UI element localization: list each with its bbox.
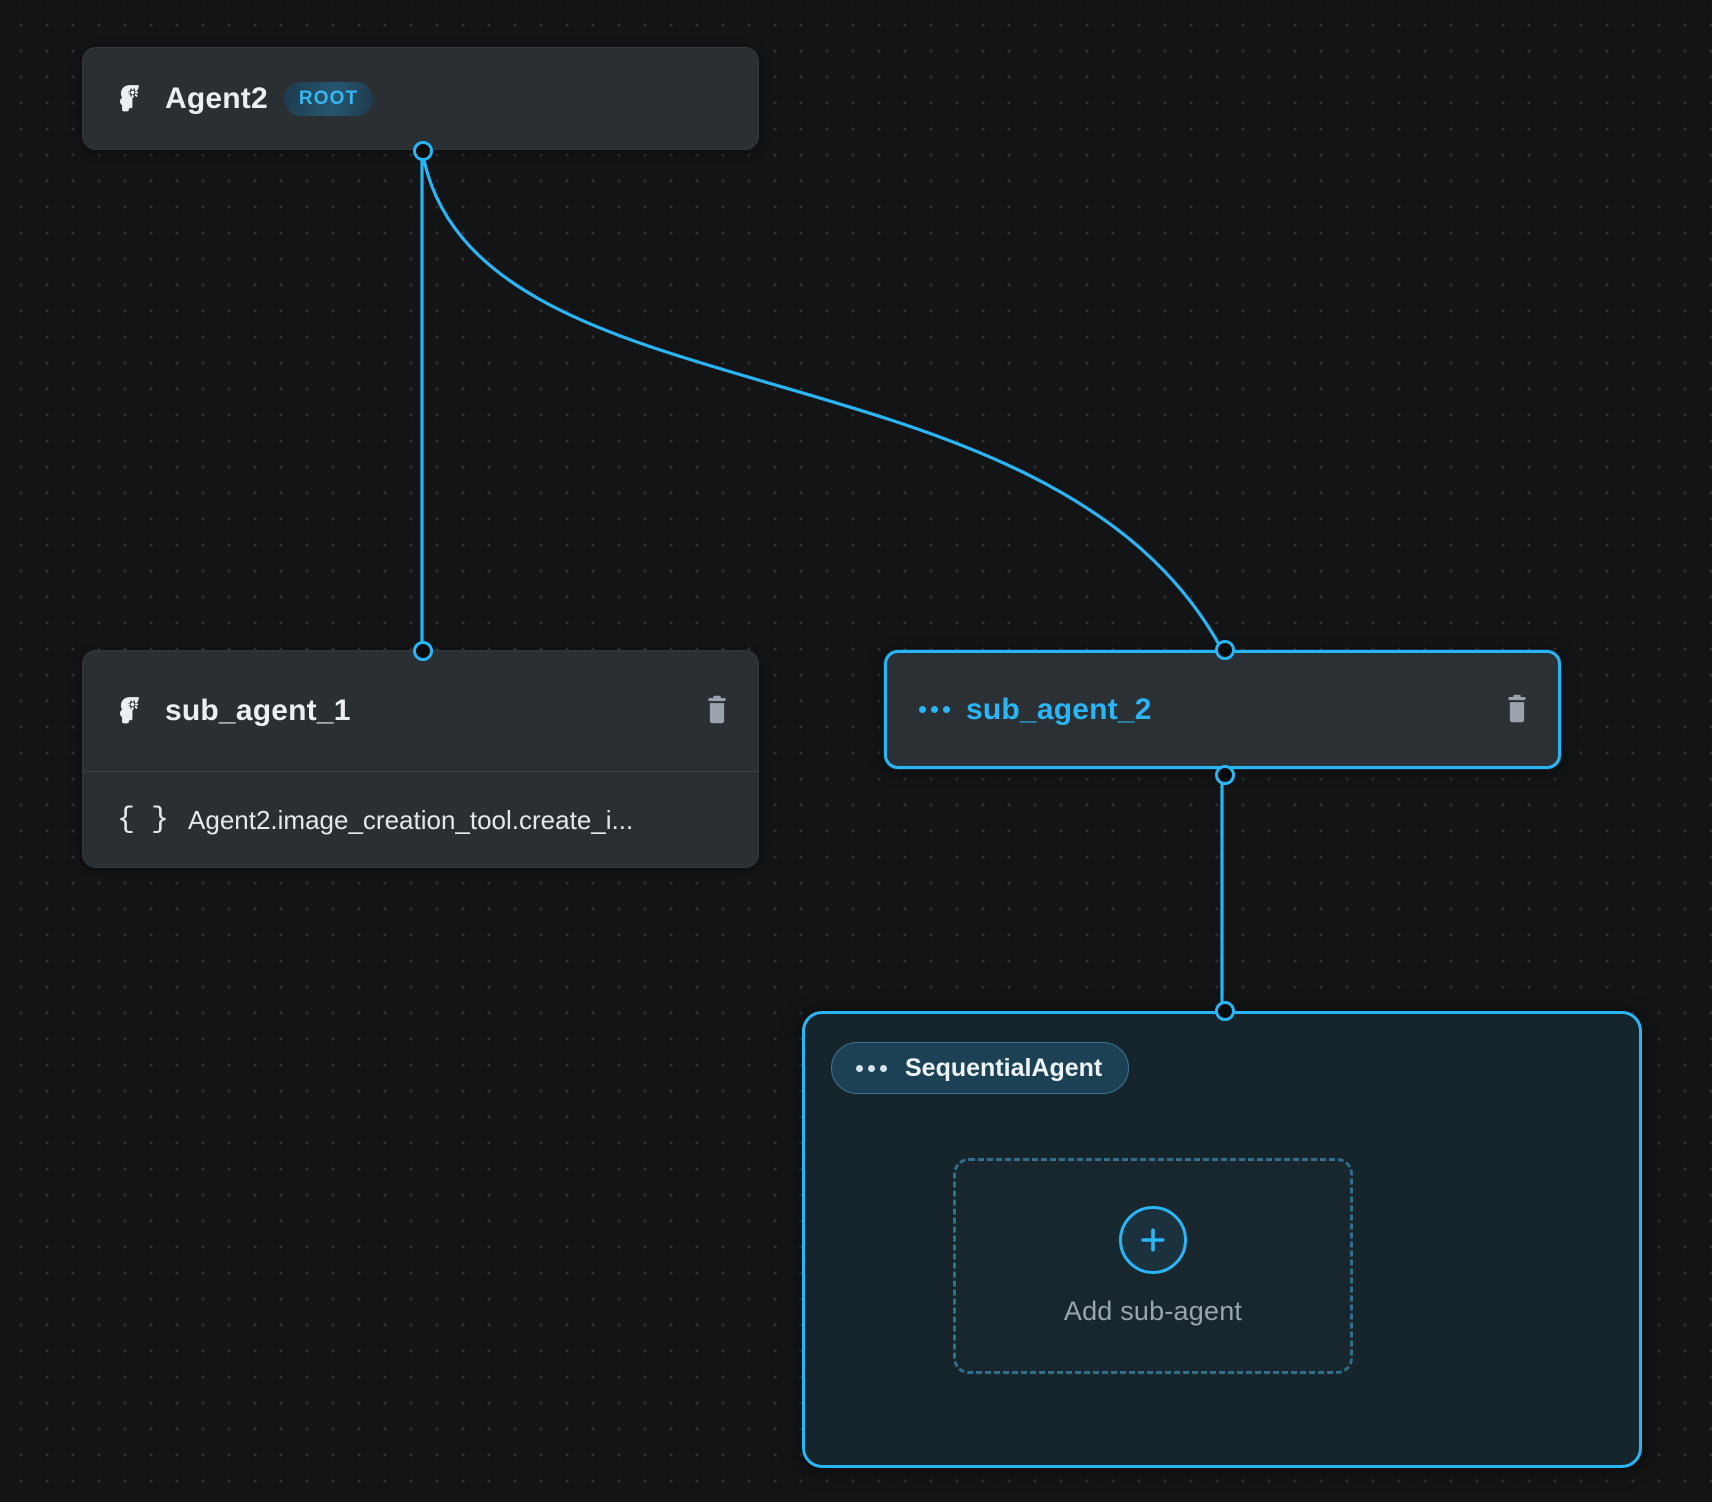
brain-icon [115, 82, 149, 116]
tool-label: Agent2.image_creation_tool.create_i... [188, 804, 634, 835]
connector-handle-sequential-agent-top[interactable] [1215, 1001, 1235, 1021]
node-agent2-root[interactable]: Agent2 ROOT [82, 47, 759, 161]
node-header: sub_agent_2 [887, 653, 1558, 766]
trash-icon[interactable] [1502, 694, 1532, 726]
sequential-agent-pill[interactable]: SequentialAgent [831, 1042, 1130, 1094]
dots-icon [856, 1064, 887, 1072]
brain-icon [115, 694, 149, 728]
root-badge: ROOT [283, 81, 374, 116]
dots-icon [919, 706, 950, 713]
node-title: Agent2 [165, 81, 268, 115]
add-sub-agent-label: Add sub-agent [1063, 1295, 1243, 1326]
add-sub-agent-drop-zone[interactable]: Add sub-agent [953, 1158, 1353, 1374]
node-header: Agent2 ROOT [83, 48, 758, 149]
node-sub-agent-2[interactable]: sub_agent_2 [884, 640, 1561, 785]
braces-icon: { } [117, 803, 169, 837]
node-title: sub_agent_1 [165, 694, 351, 727]
connector-handle-sub-agent-1-top[interactable] [413, 641, 433, 661]
connector-handle-root-bottom[interactable] [413, 141, 433, 161]
node-sub-agent-1[interactable]: sub_agent_1 { } Agent2.image_creation_to… [82, 641, 759, 868]
sequential-agent-label: SequentialAgent [905, 1053, 1103, 1082]
connector-handle-sub-agent-2-top[interactable] [1215, 640, 1235, 660]
node-divider [83, 771, 758, 772]
plus-icon[interactable] [1119, 1205, 1187, 1274]
node-title: sub_agent_2 [966, 692, 1152, 726]
tool-row-image-creation[interactable]: { } Agent2.image_creation_tool.create_i.… [83, 772, 758, 868]
node-sequential-agent-group[interactable]: SequentialAgent Add sub-agent [802, 1001, 1642, 1468]
node-header: sub_agent_1 [83, 651, 758, 771]
trash-icon[interactable] [702, 695, 732, 727]
connector-handle-sub-agent-2-bottom[interactable] [1215, 765, 1235, 785]
edge-root-to-sub-agent-2 [420, 148, 1224, 652]
